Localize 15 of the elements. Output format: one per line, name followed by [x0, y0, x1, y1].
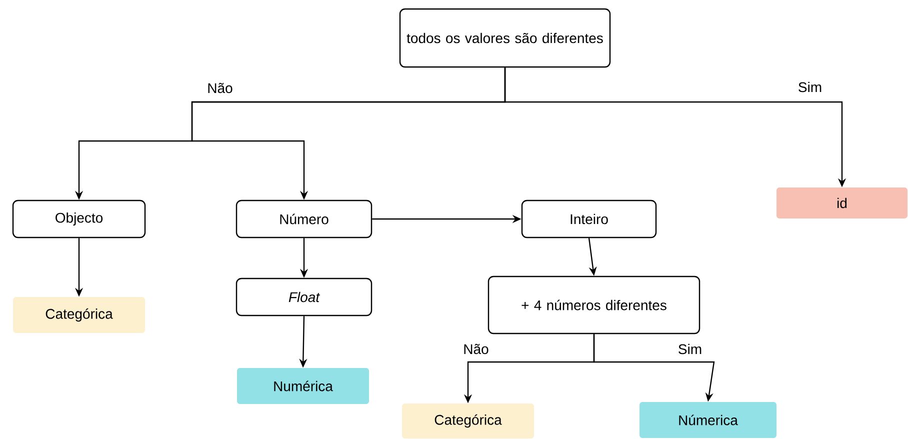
result-box: id: [776, 188, 908, 218]
edge-label: Não: [464, 344, 488, 354]
category-box: Objecto: [12, 200, 146, 238]
result-box: Categórica: [402, 404, 534, 438]
category-box: Inteiro: [521, 200, 657, 238]
edge-label: Sim: [678, 344, 702, 354]
question-box: todos os valores são diferentes: [399, 8, 611, 68]
category-box: Float: [236, 278, 372, 316]
question-box: + 4 números diferentes: [488, 276, 700, 334]
edge-label: Não: [208, 82, 232, 94]
result-box: Numérica: [237, 368, 369, 404]
result-box: Númerica: [640, 402, 776, 438]
result-box: Categórica: [13, 297, 146, 333]
edge-label: Sim: [798, 82, 822, 92]
category-box: Número: [236, 200, 372, 238]
